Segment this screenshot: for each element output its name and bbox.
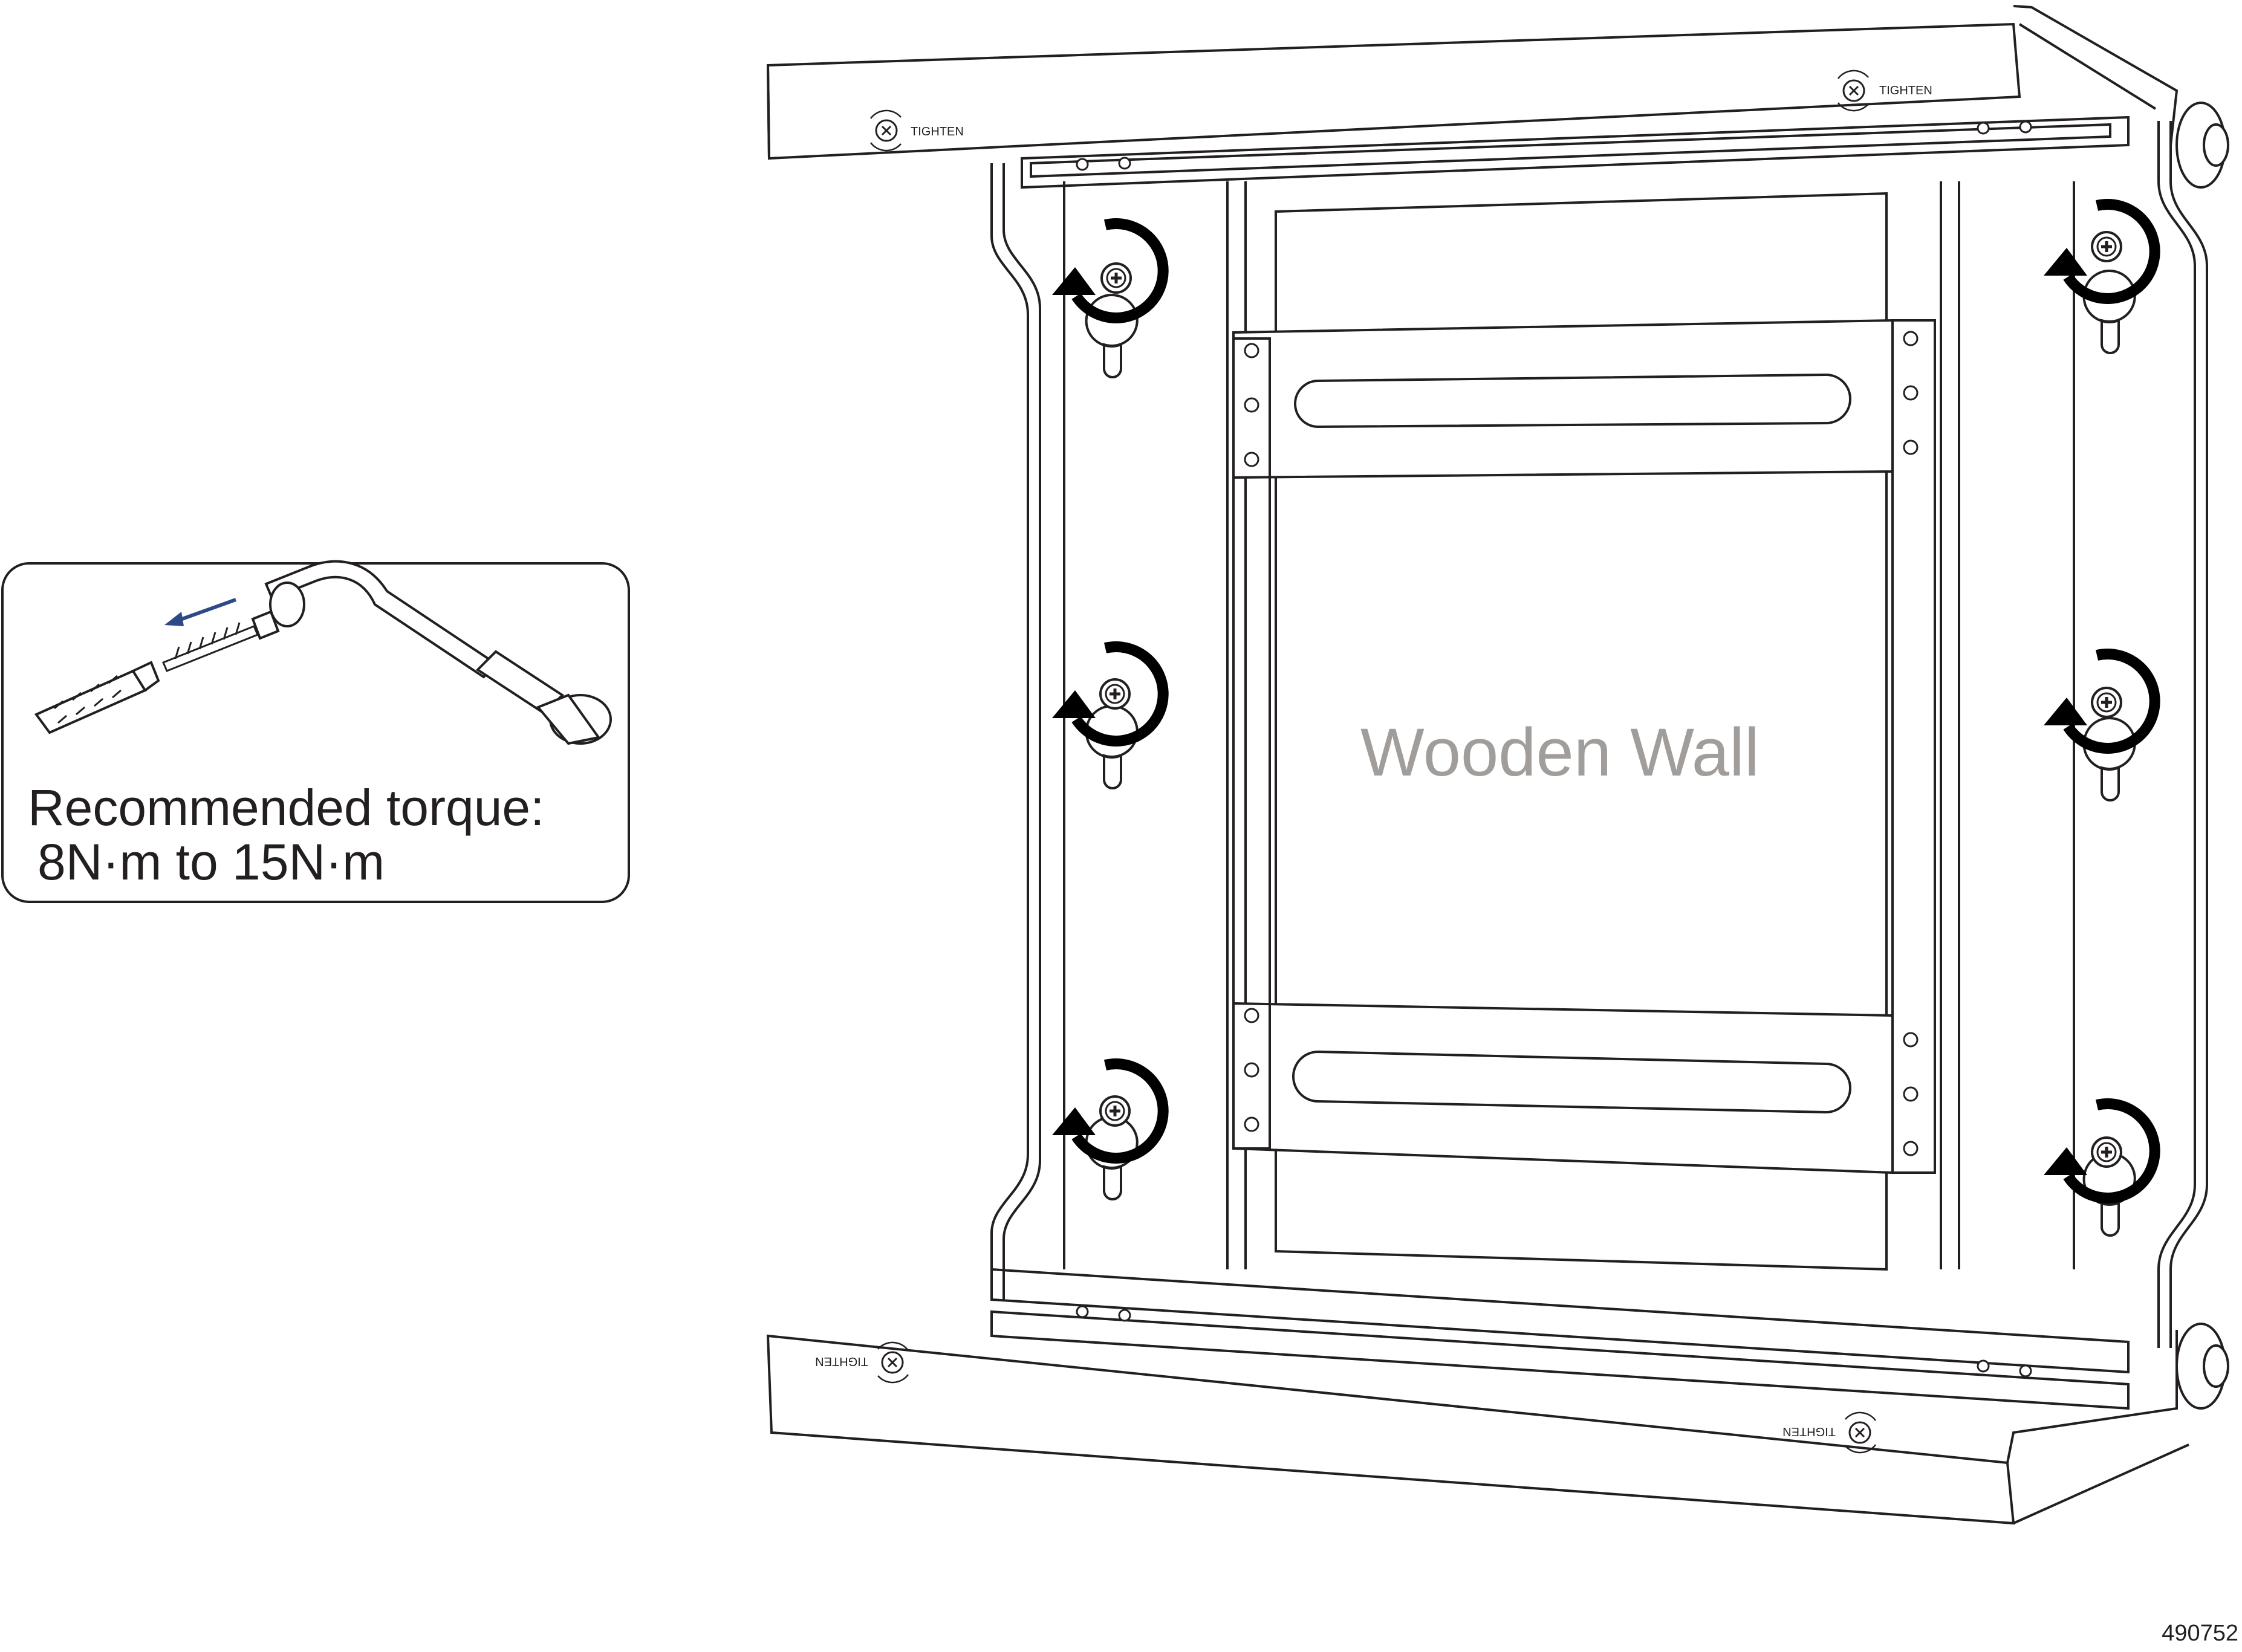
plate-holes (1076, 120, 2032, 1378)
lag-screw-icon (162, 610, 280, 672)
torque-value: 8N·m to 15N·m (37, 834, 385, 890)
torque-heading: Recommended torque: (28, 779, 545, 836)
tighten-marker-bottom-right: TIGHTEN (1782, 1411, 1877, 1454)
tighten-label: TIGHTEN (1879, 84, 1932, 97)
part-number: 490752 (2162, 1621, 2238, 1646)
tighten-marker-top-left: TIGHTEN (869, 109, 964, 152)
screw-group-right-bottom (2044, 1104, 2155, 1237)
wall-bracket (766, 5, 2229, 1525)
tighten-marker-top-right: TIGHTEN (1837, 70, 1932, 112)
screw-group-right-middle (2044, 654, 2155, 802)
socket-wrench-icon (264, 560, 612, 745)
screw-group-left-top (1052, 224, 1163, 378)
screw-group-left-middle (1052, 647, 1163, 789)
screw-group-right-top (2044, 204, 2155, 354)
tighten-label: TIGHTEN (1782, 1425, 1836, 1438)
screw-group-left-bottom (1052, 1064, 1163, 1200)
insert-direction-arrow-icon (164, 598, 237, 626)
torque-callout (1, 560, 630, 903)
tighten-label: TIGHTEN (911, 125, 964, 138)
wall-label: Wooden Wall (1360, 714, 1759, 790)
tighten-marker-bottom-left: TIGHTEN (815, 1341, 909, 1384)
tighten-label: TIGHTEN (815, 1355, 868, 1368)
wall-anchor-icon (34, 661, 160, 734)
